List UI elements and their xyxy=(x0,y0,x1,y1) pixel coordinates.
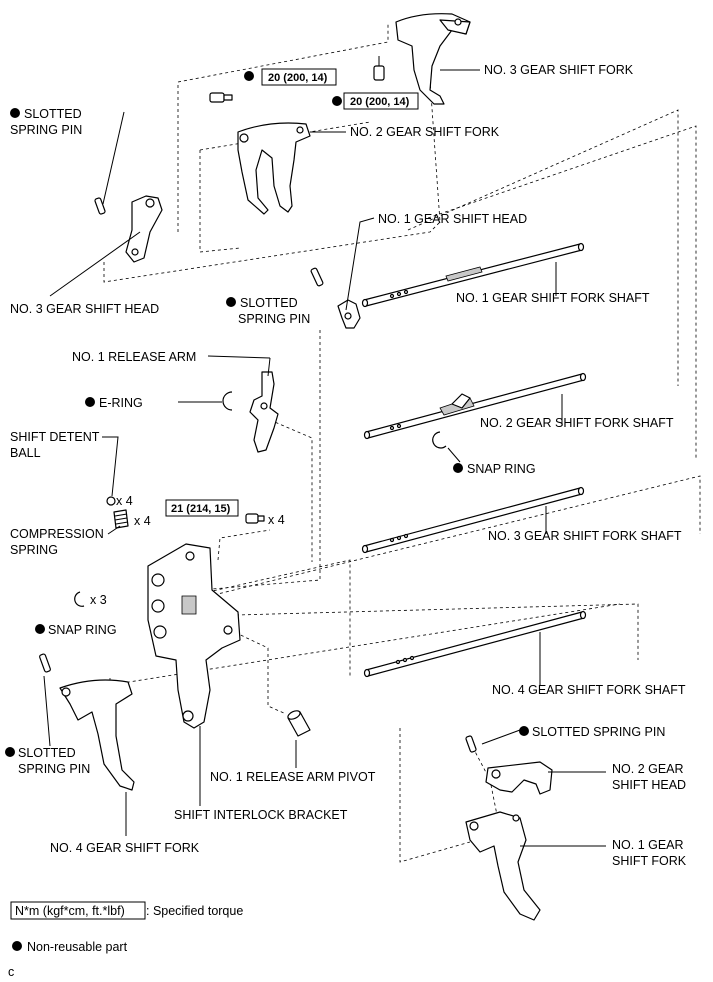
label-slotted-pin-right: SLOTTED SPRING PIN xyxy=(532,725,665,739)
torque-bolt-c xyxy=(245,513,265,524)
label-no3-gear-shift-fork: NO. 3 GEAR SHIFT FORK xyxy=(484,63,634,77)
label-shift-interlock-bracket: SHIFT INTERLOCK BRACKET xyxy=(174,808,348,822)
leader-lines xyxy=(43,69,606,847)
label-shift-detent-1: SHIFT DETENT xyxy=(10,430,100,444)
snap-ring-middle xyxy=(432,431,447,449)
label-e-ring: E-RING xyxy=(99,396,143,410)
label-no4-fork-shaft: NO. 4 GEAR SHIFT FORK SHAFT xyxy=(492,683,686,697)
label-release-arm-pivot: NO. 1 RELEASE ARM PIVOT xyxy=(210,770,376,784)
no3-gear-shift-fork xyxy=(395,13,471,105)
torque-bolt-a xyxy=(209,92,233,103)
slotted-spring-pin-middle xyxy=(310,267,324,287)
label-x4-bolt: x 4 xyxy=(268,513,285,527)
no2-gear-shift-fork xyxy=(237,122,311,215)
label-snap-ring-left: SNAP RING xyxy=(48,623,117,637)
e-ring xyxy=(222,391,233,411)
shift-interlock-bracket xyxy=(147,543,241,729)
label-x3: x 3 xyxy=(90,593,107,607)
slotted-spring-pin-right xyxy=(465,735,477,753)
label-no4-gear-shift-fork: NO. 4 GEAR SHIFT FORK xyxy=(50,841,200,855)
label-slotted-pin-left-2: SPRING PIN xyxy=(10,123,82,137)
label-shift-detent-2: BALL xyxy=(10,446,41,460)
label-no1-gear-shift-head: NO. 1 GEAR SHIFT HEAD xyxy=(378,212,527,226)
no1-shift-fork-shaft xyxy=(361,242,585,308)
no4-gear-shift-fork xyxy=(59,679,135,791)
label-no3-gear-shift-head: NO. 3 GEAR SHIFT HEAD xyxy=(10,302,159,316)
label-no2-gear-shift-head-1: NO. 2 GEAR xyxy=(612,762,684,776)
label-no1-release-arm: NO. 1 RELEASE ARM xyxy=(72,350,196,364)
no4-shift-fork-shaft xyxy=(363,610,587,678)
labels: NO. 3 GEAR SHIFT FORK NO. 2 GEAR SHIFT F… xyxy=(10,63,687,868)
torque-bolt-b xyxy=(373,56,385,81)
legend-nonreusable: Non-reusable part xyxy=(27,940,128,954)
torque-box-b: 20 (200, 14) xyxy=(343,92,419,110)
no2-shift-fork-shaft xyxy=(363,372,587,440)
nonreusable-bullets xyxy=(5,71,529,757)
torque-label-b: 20 (200, 14) xyxy=(350,96,410,108)
label-no1-gear-shift-fork-1: NO. 1 GEAR xyxy=(612,838,684,852)
label-no2-gear-shift-head-2: SHIFT HEAD xyxy=(612,778,686,792)
label-slotted-pin-bl-1: SLOTTED xyxy=(18,746,76,760)
no1-gear-shift-fork xyxy=(465,811,541,921)
label-slotted-pin-mid-2: SPRING PIN xyxy=(238,312,310,326)
no1-gear-shift-head xyxy=(337,299,361,329)
label-x4-ball: x 4 xyxy=(116,494,133,508)
torque-label-c: 21 (214, 15) xyxy=(171,503,231,515)
slotted-spring-pin-upper-left xyxy=(94,197,106,215)
label-no2-fork-shaft: NO. 2 GEAR SHIFT FORK SHAFT xyxy=(480,416,674,430)
snap-ring-left xyxy=(74,591,85,607)
torque-box-c: 21 (214, 15) xyxy=(165,499,239,517)
label-slotted-pin-left-1: SLOTTED xyxy=(24,107,82,121)
no3-shift-fork-shaft xyxy=(361,486,585,554)
label-snap-ring-middle: SNAP RING xyxy=(467,462,536,476)
compression-spring xyxy=(113,509,129,529)
shift-detent-ball xyxy=(106,496,116,506)
label-no3-fork-shaft: NO. 3 GEAR SHIFT FORK SHAFT xyxy=(488,529,682,543)
no1-release-arm-pivot xyxy=(287,710,311,737)
label-no2-gear-shift-fork: NO. 2 GEAR SHIFT FORK xyxy=(350,125,500,139)
no2-gear-shift-head xyxy=(485,761,553,795)
label-no1-fork-shaft: NO. 1 GEAR SHIFT FORK SHAFT xyxy=(456,291,650,305)
torque-box-a: 20 (200, 14) xyxy=(261,68,337,86)
label-no1-gear-shift-fork-2: SHIFT FORK xyxy=(612,854,687,868)
legend-torque-text: : Specified torque xyxy=(146,904,243,918)
corner-mark: c xyxy=(8,965,14,979)
label-slotted-pin-mid-1: SLOTTED xyxy=(240,296,298,310)
no1-release-arm xyxy=(249,371,279,453)
slotted-spring-pin-bottom-left xyxy=(39,653,51,673)
label-compression-2: SPRING xyxy=(10,543,58,557)
label-slotted-pin-bl-2: SPRING PIN xyxy=(18,762,90,776)
torque-label-a: 20 (200, 14) xyxy=(268,72,328,84)
label-compression-1: COMPRESSION xyxy=(10,527,104,541)
legend: N*m (kgf*cm, ft.*lbf) : Specified torque… xyxy=(8,901,243,979)
no3-gear-shift-head xyxy=(125,195,163,263)
label-x4-spring: x 4 xyxy=(134,514,151,528)
legend-torque-unit: N*m (kgf*cm, ft.*lbf) xyxy=(15,904,125,918)
